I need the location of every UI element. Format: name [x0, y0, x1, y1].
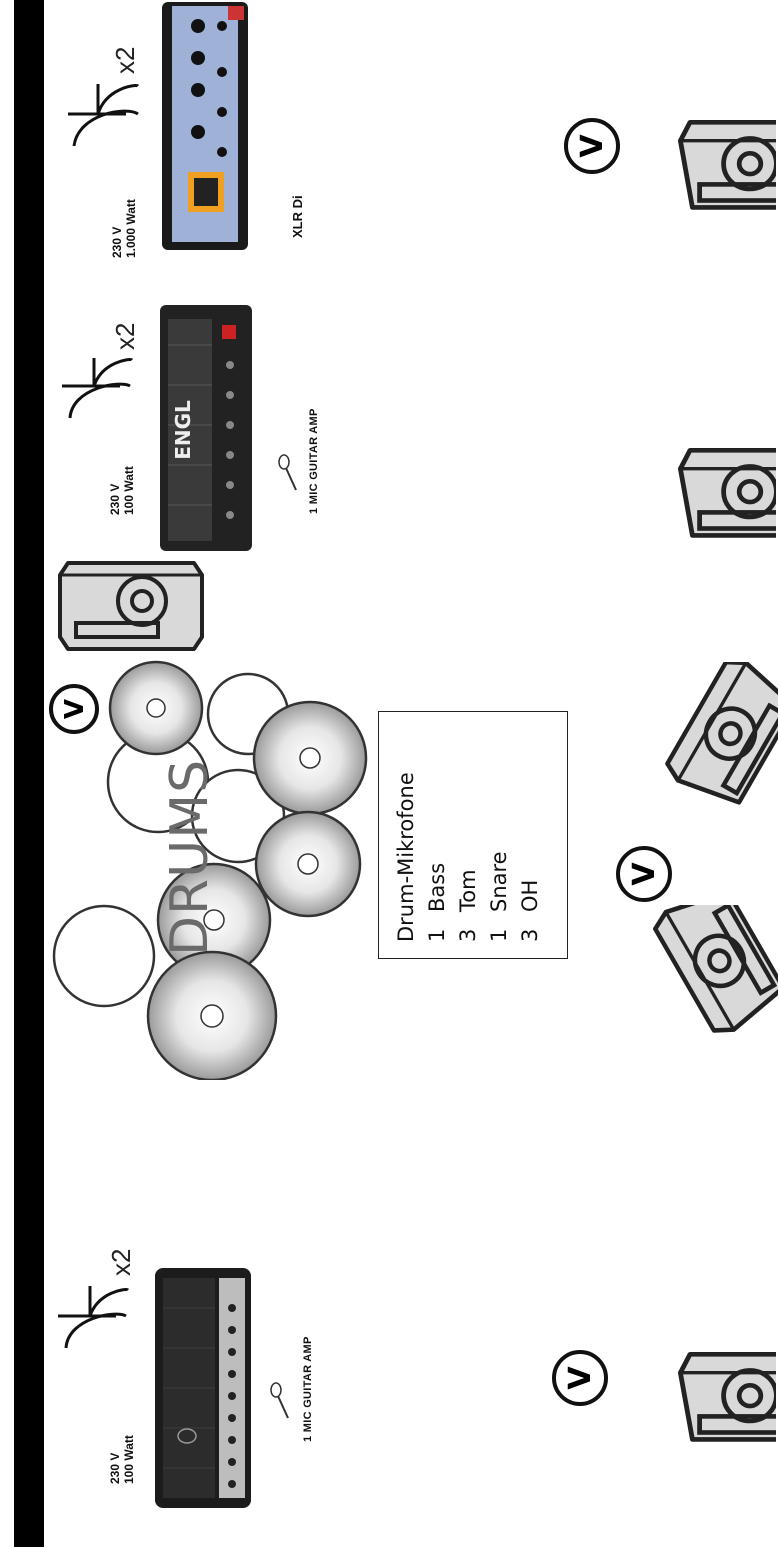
drum-mic-list-box: Drum-Mikrofone 1Bass 3Tom 1Snare 3OH — [378, 711, 568, 959]
multiplier-label: x2 — [110, 323, 141, 350]
monitor-wedge-icon — [676, 72, 776, 214]
mic-count: 1 — [422, 912, 453, 942]
engl-logo: ENGL — [171, 400, 195, 460]
drum-monitor-icon — [58, 561, 206, 651]
guitar-amp-head-peavey-icon — [155, 1268, 251, 1508]
power-voltage: 230 V — [108, 466, 122, 515]
monitor-wedge-icon — [652, 662, 778, 812]
mic-name: Tom — [456, 869, 480, 912]
guitar-amp-mic-label: 1 MIC GUITAR AMP — [308, 408, 320, 514]
power-wattage: 1.000 Watt — [124, 199, 138, 258]
vocal-mic-position-icon: V — [612, 842, 676, 906]
drum-mic-row: 1Bass — [422, 772, 453, 942]
drum-mic-row: 1Snare — [484, 772, 515, 942]
mic-name: Snare — [487, 851, 511, 912]
power-outlet-icon — [56, 1280, 136, 1350]
guitar-amp-mic-label: 1 MIC GUITAR AMP — [302, 1336, 314, 1442]
mic-count: 3 — [453, 912, 484, 942]
vocal-mic-position-icon: V — [560, 114, 624, 178]
drum-mic-list: Drum-Mikrofone 1Bass 3Tom 1Snare 3OH — [391, 772, 546, 942]
mic-count: 3 — [515, 912, 546, 942]
drum-mic-row: 3Tom — [453, 772, 484, 942]
svg-text:V: V — [575, 134, 610, 158]
power-voltage: 230 V — [110, 199, 124, 258]
svg-text:V: V — [563, 1366, 598, 1390]
drums-label: DRUMS — [160, 759, 220, 956]
svg-text:V: V — [627, 862, 662, 886]
power-spec: 230 V 1.000 Watt — [110, 199, 138, 258]
drum-mic-row: 3OH — [515, 772, 546, 942]
monitor-wedge-icon — [676, 400, 776, 542]
power-wattage: 100 Watt — [122, 466, 136, 515]
drum-mic-title: Drum-Mikrofone — [391, 772, 422, 942]
multiplier-label: x2 — [106, 1249, 137, 1276]
bass-amp-head-icon — [158, 2, 250, 252]
mic-count: 1 — [484, 912, 515, 942]
mic-name: OH — [518, 880, 542, 912]
monitor-wedge-icon — [676, 1304, 776, 1446]
power-outlet-icon — [60, 352, 140, 420]
multiplier-label: x2 — [110, 47, 141, 74]
stage-back-edge — [14, 0, 44, 1547]
vocal-mic-position-icon: V — [548, 1346, 612, 1410]
microphone-icon — [268, 1382, 292, 1422]
power-voltage: 230 V — [108, 1435, 122, 1484]
power-outlet-icon — [66, 74, 142, 150]
power-wattage: 100 Watt — [122, 1435, 136, 1484]
mic-name: Bass — [425, 863, 449, 912]
monitor-wedge-icon — [652, 905, 778, 1055]
power-spec: 230 V 100 Watt — [108, 466, 136, 515]
xlr-di-label: XLR Di — [290, 195, 305, 238]
guitar-amp-head-engl-icon: ENGL — [160, 305, 252, 551]
power-spec: 230 V 100 Watt — [108, 1435, 136, 1484]
microphone-icon — [276, 454, 300, 494]
